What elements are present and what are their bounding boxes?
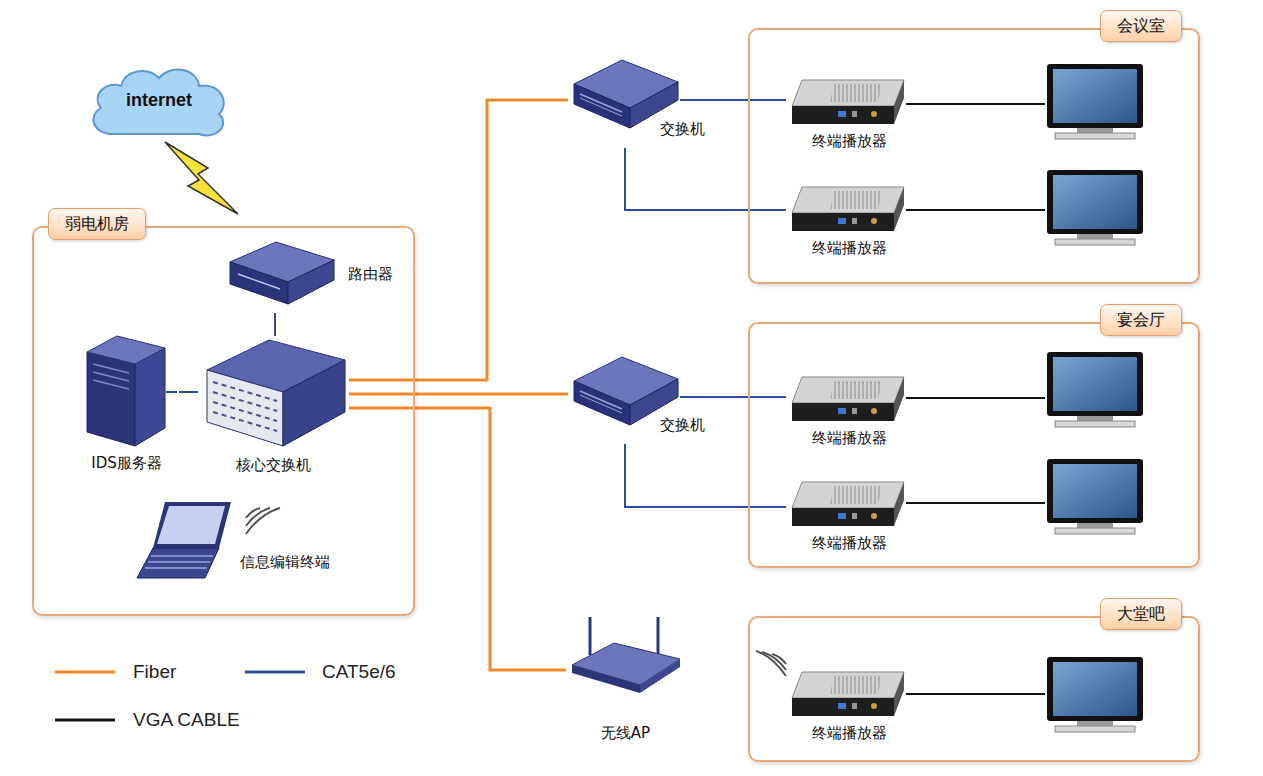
router-icon	[230, 242, 334, 304]
tv-icon	[1047, 657, 1143, 732]
region-heading: 会议室	[1100, 10, 1182, 42]
lightning-bolt	[165, 142, 238, 214]
fiber-link	[349, 100, 568, 380]
cat-link	[625, 444, 786, 507]
room-region: 大堂吧终端播放器	[748, 616, 1200, 762]
device-label: 终端播放器	[786, 724, 912, 742]
device-label: 无线AP	[566, 724, 685, 742]
device-label: 信息编辑终端	[240, 553, 330, 571]
region-heading: 弱电机房	[48, 208, 146, 240]
wifi-symbol	[246, 508, 280, 534]
legend-text: VGA CABLE	[133, 709, 240, 731]
tv-icon	[1047, 64, 1143, 139]
internet-cloud: internet	[85, 62, 233, 144]
device-node: IDS服务器	[74, 330, 179, 480]
device-label: 交换机	[660, 120, 705, 138]
cat-link	[179, 391, 198, 393]
player-icon	[792, 672, 904, 716]
tv-icon	[1047, 459, 1143, 534]
region-heading: 大堂吧	[1100, 598, 1182, 630]
tv-icon	[1047, 170, 1143, 245]
player-icon	[792, 187, 904, 231]
server-icon	[87, 336, 165, 446]
legend-text: Fiber	[133, 661, 176, 683]
fiber-link	[349, 393, 568, 396]
laptop-icon	[137, 502, 231, 578]
device-node: 交换机	[568, 56, 713, 148]
player-icon	[792, 482, 904, 526]
device-label: IDS服务器	[74, 454, 179, 472]
device-node: 路由器	[225, 235, 410, 313]
cable-stub	[166, 100, 713, 397]
fiber-link	[349, 408, 566, 670]
device-label: 路由器	[348, 265, 393, 283]
device-node: 核心交换机	[198, 336, 349, 480]
ap-icon	[572, 617, 680, 693]
room-region: 宴会厅终端播放器终端播放器	[748, 322, 1200, 568]
core-switch-icon	[207, 340, 345, 446]
cat-link	[274, 313, 276, 336]
player-icon	[792, 377, 904, 421]
tv-icon	[1047, 352, 1143, 427]
player-icon	[792, 80, 904, 124]
device-label: 核心交换机	[198, 456, 349, 474]
device-node: 无线AP	[566, 612, 685, 750]
device-label: 终端播放器	[786, 534, 912, 552]
device-label: 终端播放器	[786, 429, 912, 447]
wifi-symbol	[756, 651, 786, 676]
device-label: 交换机	[660, 416, 705, 434]
device-node: 终端播放器	[786, 183, 912, 263]
device-node: 信息编辑终端	[130, 495, 400, 587]
room-region: 会议室终端播放器终端播放器	[748, 28, 1200, 284]
cat-link	[625, 148, 786, 210]
device-node: 终端播放器	[786, 478, 912, 558]
room-region: 弱电机房路由器IDS服务器核心交换机信息编辑终端	[32, 226, 415, 616]
device-label: 终端播放器	[786, 132, 912, 150]
device-node: 终端播放器	[786, 373, 912, 453]
device-node: 终端播放器	[786, 668, 912, 748]
legend-text: CAT5e/6	[322, 661, 396, 683]
switch-icon	[574, 60, 678, 128]
device-label: 终端播放器	[786, 239, 912, 257]
vga-cable	[906, 104, 1045, 694]
cloud-label: internet	[85, 91, 233, 109]
region-heading: 宴会厅	[1100, 304, 1182, 336]
device-node: 终端播放器	[786, 76, 912, 156]
switch-icon	[574, 357, 678, 425]
device-node: 交换机	[568, 352, 713, 444]
